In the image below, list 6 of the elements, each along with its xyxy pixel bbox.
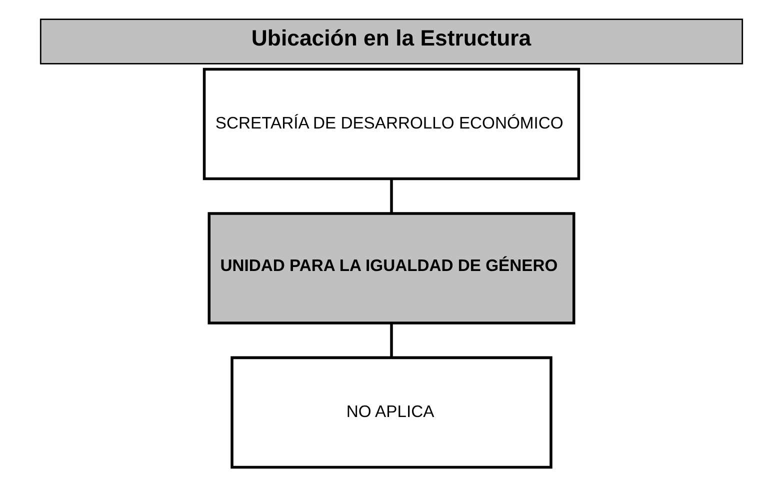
node-box: UNIDAD PARA LA IGUALDAD DE GÉNERO xyxy=(208,212,576,324)
node-box: NO APLICA xyxy=(230,356,552,469)
connector xyxy=(390,323,393,358)
node-box: SCRETARÍA DE DESARROLLO ECONÓMICO xyxy=(202,68,580,180)
connector xyxy=(390,178,393,214)
diagram-title: Ubicación en la Estructura xyxy=(251,25,532,50)
